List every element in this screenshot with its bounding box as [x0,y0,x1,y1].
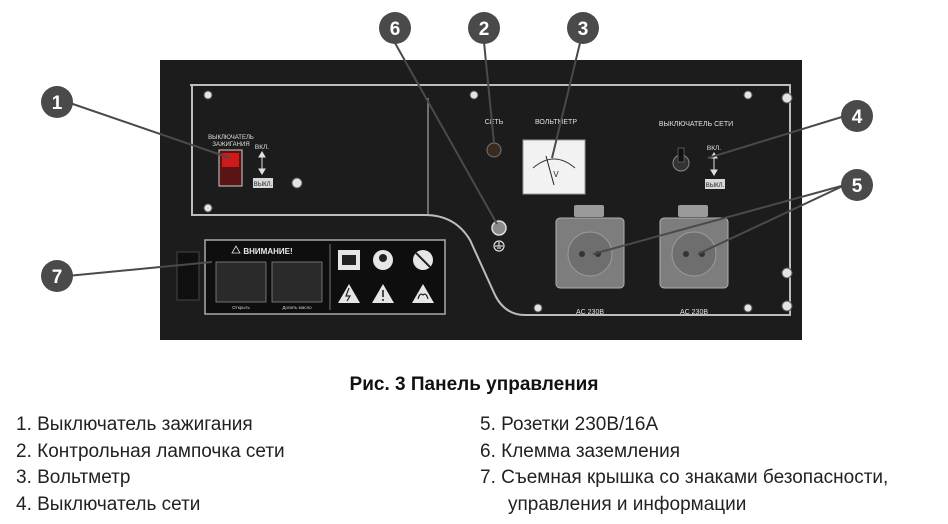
ground-icon [493,240,505,252]
voltmeter-needle [545,155,555,186]
ignition-off-plate [253,178,273,188]
electric-hazard-icon [338,284,360,303]
network-lamp [486,142,502,158]
ground-terminal [491,220,507,236]
panel-frame [190,84,791,316]
callout-2: 2 [468,12,500,44]
network-off-plate [705,179,725,189]
legend-item: 4. Выключатель сети [16,493,201,515]
svg-text:4: 4 [852,107,863,128]
legend-left: 1. Выключатель зажигания 2. Контрольная … [16,412,285,518]
general-warning-icon [372,284,394,303]
figure-caption: Рис. 3 Панель управления [349,374,599,395]
voltmeter-unit: V [553,170,559,179]
network-lamp-label: СЕТЬ [485,119,504,126]
callout-5: 5 [841,169,873,201]
no-fire-icon [413,250,433,270]
legend-item: 1. Выключатель зажигания [16,414,253,435]
socket-left-label: AC 230B [576,309,604,316]
svg-text:2: 2 [479,19,490,40]
network-switch-label: ВЫКЛЮЧАТЕЛЬ СЕТИ [659,121,733,128]
socket-left [555,205,625,289]
network-on-label: ВКЛ. [707,145,721,152]
legend-item: 2. Контрольная лампочка сети [16,440,285,462]
callout-4: 4 [841,100,873,132]
oil-fill-illustration [271,261,323,303]
svg-text:7: 7 [52,267,63,288]
warning-press-label: Долить масло [282,305,312,310]
callout-1: 1 [41,86,73,118]
callout-7: 7 [41,260,73,292]
callout-6: 6 [379,12,411,44]
legend-right: 5. Розетки 230В/16А 6. Клемма заземления… [480,412,888,518]
manual-icon [338,250,360,270]
warning-title-plate [223,244,301,256]
socket-right-label: AC 230B [680,309,708,316]
legend-item: 6. Клемма заземления [480,440,681,462]
oil-open-illustration [215,261,267,303]
ignition-arrow-icon [258,151,266,175]
warning-title: ВНИМАНИЕ! [243,247,292,256]
network-switch-lever [677,147,685,163]
cover-hinge [176,251,200,301]
voltmeter-label: ВОЛЬТМЕТР [535,119,577,126]
legend-item-continuation: управления и информации [508,493,747,515]
warning-open-label: Открыть [232,305,250,310]
callout-3: 3 [567,12,599,44]
panel-screws [203,90,793,313]
hot-surface-icon [412,284,434,303]
warning-triangle-icon [231,245,241,254]
ignition-switch-title-1: ВЫКЛЮЧАТЕЛЬ [208,135,254,141]
ignition-off-label: ВЫКЛ. [254,182,273,188]
svg-text:5: 5 [852,176,863,197]
voltmeter-scale [532,158,576,169]
svg-text:1: 1 [52,93,63,114]
ear-protection-icon [373,250,393,270]
network-off-label: ВЫКЛ. [706,183,725,189]
socket-right [659,205,729,289]
legend-item: 5. Розетки 230В/16А [480,414,659,435]
legend-item: 3. Вольтметр [16,467,131,488]
legend-item: 7. Съемная крышка со знаками безопасност… [480,467,889,488]
svg-text:3: 3 [578,19,589,40]
svg-text:6: 6 [390,19,401,40]
ignition-switch-title-2: ЗАЖИГАНИЯ [212,142,249,148]
leader-lines [66,41,846,277]
ignition-on-label: ВКЛ. [255,144,269,151]
